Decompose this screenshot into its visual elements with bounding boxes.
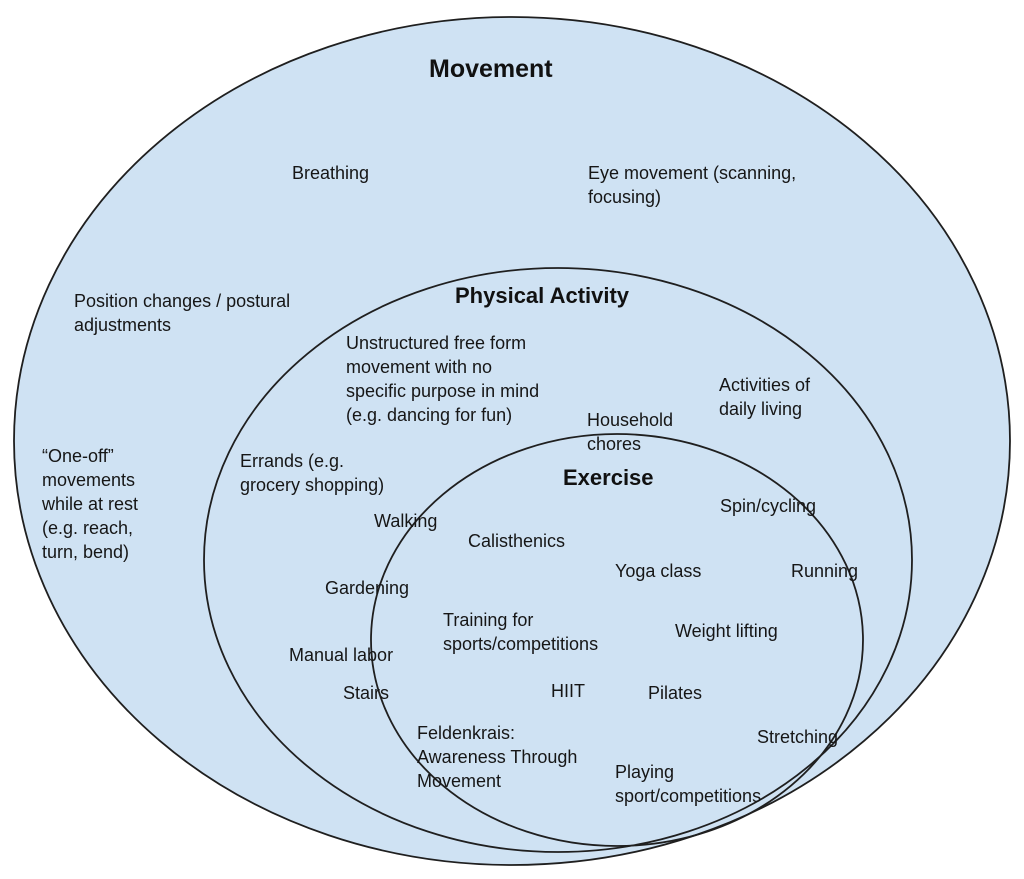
label-feldenkrais: Feldenkrais: Awareness Through Movement (417, 723, 578, 791)
label-gardening: Gardening (325, 578, 410, 598)
label-hiit: HIIT (551, 681, 585, 701)
physical-activity-ellipse (203, 267, 913, 853)
label-running: Running (791, 561, 859, 581)
label-manual-labor: Manual labor (289, 645, 394, 665)
label-eye-movement: Eye movement (scanning, focusing) (588, 163, 797, 207)
exercise-title: Exercise (563, 465, 654, 490)
label-errands: Errands (e.g. grocery shopping) (240, 451, 385, 495)
label-unstructured-movement: Unstructured free form movement with no … (346, 333, 540, 425)
label-position-changes: Position changes / postural adjustments (74, 291, 291, 335)
label-activities-daily-living: Activities of daily living (719, 375, 811, 419)
label-training-for-sports: Training for sports/competitions (443, 610, 599, 654)
physical-activity-title: Physical Activity (455, 283, 630, 308)
label-stretching: Stretching (757, 727, 839, 747)
movement-ellipse (13, 16, 1011, 866)
label-household-chores: Household chores (587, 410, 674, 454)
label-breathing: Breathing (292, 163, 370, 183)
label-yoga-class: Yoga class (615, 561, 702, 581)
label-calisthenics: Calisthenics (468, 531, 566, 551)
label-spin-cycling: Spin/cycling (720, 496, 817, 516)
label-stairs: Stairs (343, 683, 390, 703)
label-weight-lifting: Weight lifting (675, 621, 778, 641)
exercise-ellipse (370, 433, 864, 847)
movement-title: Movement (429, 55, 553, 83)
label-walking: Walking (374, 511, 438, 531)
label-playing-sport: Playing sport/competitions (615, 762, 762, 806)
label-pilates: Pilates (648, 683, 703, 703)
label-one-off-movements: “One-off” movements while at rest (e.g. … (42, 446, 139, 562)
